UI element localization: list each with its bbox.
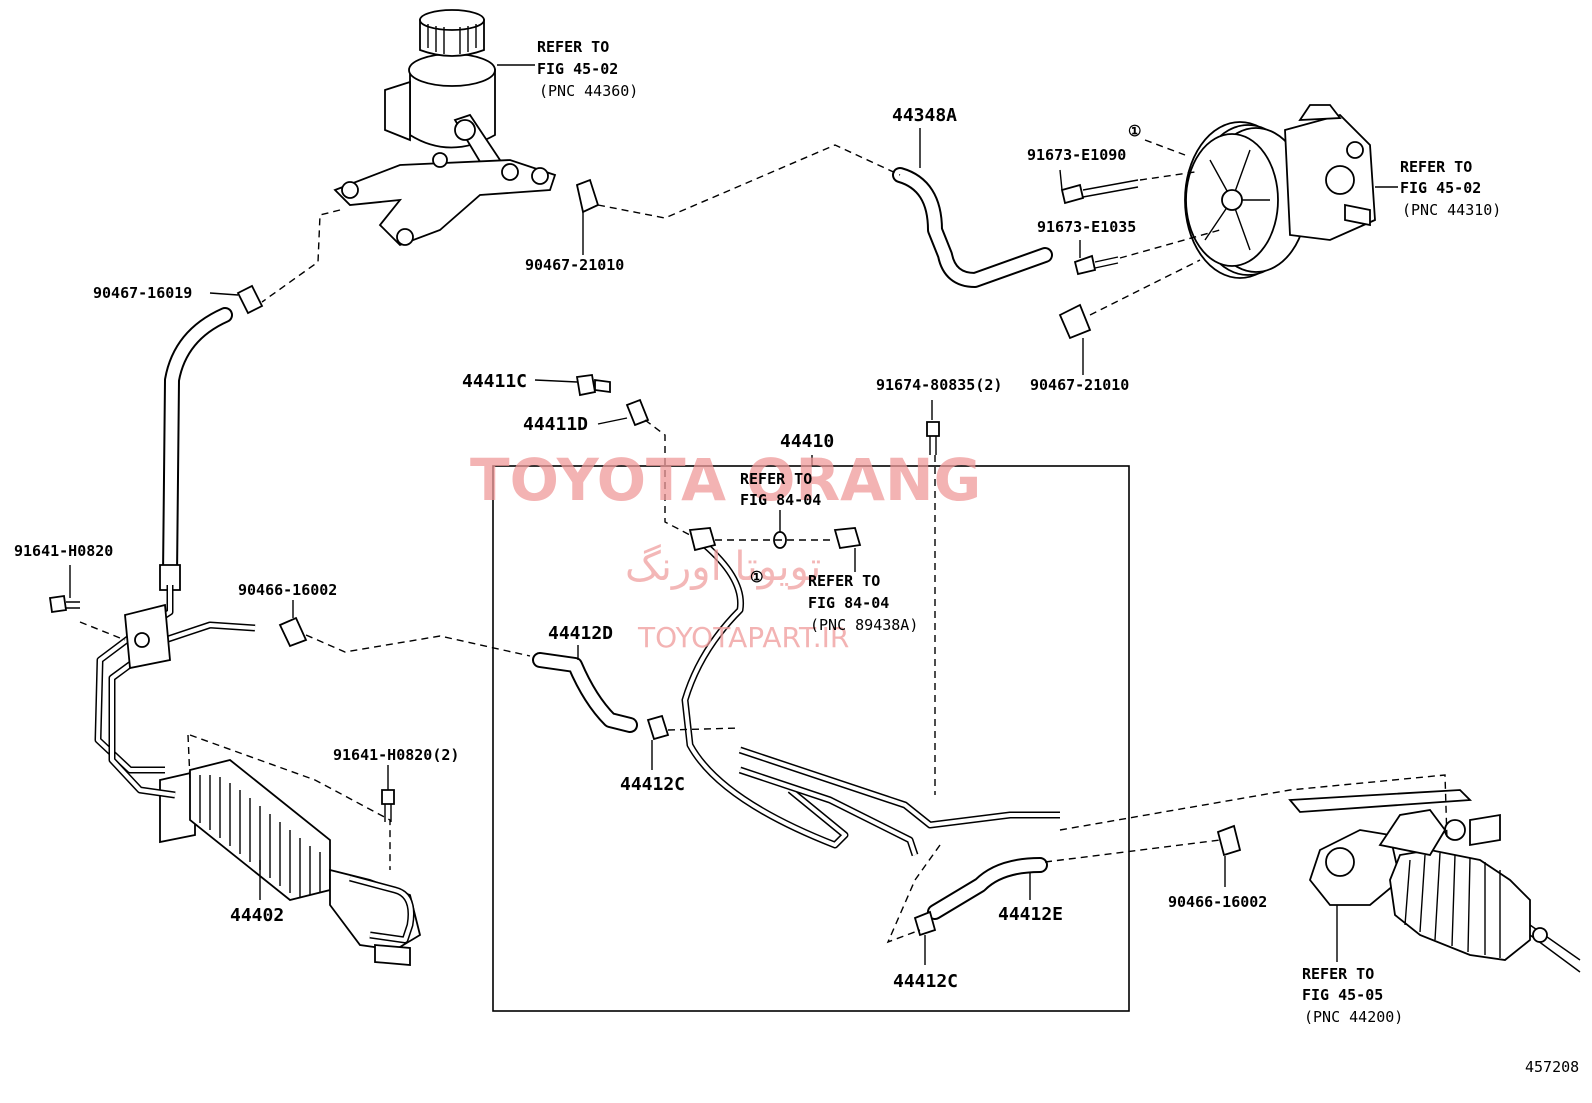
label-91673-E1035: 91673-E1035: [1037, 218, 1136, 236]
steering-gear: [1288, 789, 1581, 973]
label-90467-16019: 90467-16019: [93, 284, 192, 302]
refer-sensor-bottom-line2: FIG 84-04: [808, 594, 889, 612]
label-91674-80835: 91674-80835(2): [876, 376, 1002, 394]
label-44411D: 44411D: [523, 414, 588, 435]
assembly-44410-box: [492, 465, 1130, 1012]
label-90467-21010-right: 90467-21010: [1030, 376, 1129, 394]
label-91641-H0820: 91641-H0820: [14, 542, 113, 560]
label-90467-21010-top: 90467-21010: [525, 256, 624, 274]
refer-reservoir-line1: REFER TO: [537, 38, 609, 56]
reference-lines: [79, 139, 1448, 944]
figure-id: 457208: [1525, 1058, 1579, 1076]
circle-1-bottom: ①: [750, 568, 763, 586]
hoses: [159, 167, 1053, 920]
refer-reservoir-line3: (PNC 44360): [539, 82, 638, 100]
watermark-site: TOYOTAPART.IR: [637, 621, 849, 654]
refer-sensor-top-line2: FIG 84-04: [740, 491, 821, 509]
refer-pump-line2: FIG 45-02: [1400, 179, 1481, 197]
leader-lines: [69, 64, 1398, 965]
refer-sensor-bottom-line3: (PNC 89438A): [810, 616, 918, 634]
label-44412C-bottom: 44412C: [893, 971, 958, 992]
label-91641-H0820-2: 91641-H0820(2): [333, 746, 459, 764]
refer-pump-line1: REFER TO: [1400, 158, 1472, 176]
label-91673-E1090: 91673-E1090: [1027, 146, 1126, 164]
refer-reservoir-line2: FIG 45-02: [537, 60, 618, 78]
part-labels: REFER TO FIG 45-02 (PNC 44360) 44348A ① …: [14, 38, 1579, 1076]
watermark-brand: TOYOTA ORANG: [470, 446, 981, 514]
label-44412E: 44412E: [998, 904, 1063, 925]
refer-sensor-top-line1: REFER TO: [740, 470, 812, 488]
label-44411C: 44411C: [462, 371, 527, 392]
label-90466-16002-left: 90466-16002: [238, 581, 337, 599]
label-44402: 44402: [230, 905, 284, 926]
watermark-persian: تویوتا اورنگ: [625, 544, 821, 590]
watermark: TOYOTA ORANG تویوتا اورنگ TOYOTAPART.IR: [470, 446, 981, 654]
label-44410: 44410: [780, 431, 834, 452]
oil-cooler: [159, 759, 422, 966]
label-90466-16002-right: 90466-16002: [1168, 893, 1267, 911]
power-steering-pump: [1184, 104, 1376, 279]
circle-1-top: ①: [1128, 122, 1141, 140]
refer-pump-line3: (PNC 44310): [1402, 201, 1501, 219]
pipes: [94, 542, 1060, 857]
refer-gear-line3: (PNC 44200): [1304, 1008, 1403, 1026]
refer-gear-line1: REFER TO: [1302, 965, 1374, 983]
small-parts: [48, 178, 1242, 937]
label-44412C-left: 44412C: [620, 774, 685, 795]
refer-sensor-bottom-line1: REFER TO: [808, 572, 880, 590]
refer-gear-line2: FIG 45-05: [1302, 986, 1383, 1004]
label-44348A: 44348A: [892, 105, 957, 126]
label-44412D: 44412D: [548, 623, 613, 644]
reservoir-assembly: [333, 9, 557, 247]
